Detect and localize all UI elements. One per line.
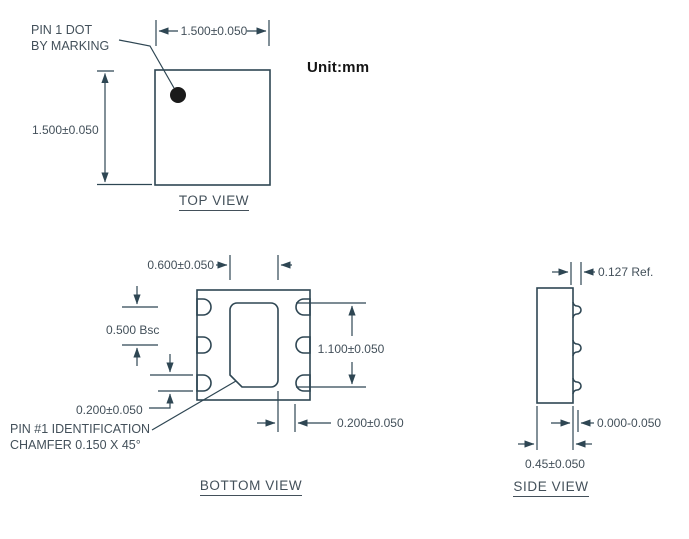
pin1-leader-line: [118, 39, 175, 89]
standoff-dim-label: 0.000-0.050: [597, 416, 662, 430]
side-view-drawing: [518, 262, 595, 450]
pad-ref-dim-label: 0.127 Ref.: [598, 265, 654, 279]
epad-length-dimension: [296, 302, 366, 388]
right-pad-1: [295, 298, 311, 316]
pad-width-dimension: [149, 354, 193, 409]
top-view-width-dim-label: 1.500±0.050: [180, 24, 248, 38]
bottom-view-drawing: [122, 255, 366, 432]
side-pad-3: [572, 377, 582, 395]
top-view-width-dimension: [155, 20, 270, 46]
right-pad-3: [295, 374, 311, 392]
top-view-body-outline: [154, 69, 271, 186]
left-pad-1: [196, 298, 212, 316]
pin1-marking-note: PIN 1 DOT BY MARKING: [31, 23, 110, 53]
chamfer-leader-line: [151, 380, 237, 431]
side-view-title: SIDE VIEW: [491, 479, 611, 497]
pad-length-dimension: [257, 391, 331, 432]
bottom-view-title: BOTTOM VIEW: [181, 478, 321, 496]
epad-width-dimension: [216, 255, 292, 280]
thickness-dim-label: 0.45±0.050: [525, 457, 585, 471]
unit-label: Unit:mm: [307, 59, 370, 76]
pad-ref-dimension: [552, 262, 595, 285]
side-pad-1: [572, 301, 582, 319]
pad-width-dim-label: 0.200±0.050: [76, 403, 143, 417]
epad-length-dim-label: 1.100±0.050: [317, 342, 385, 356]
standoff-dimension: [551, 410, 594, 432]
pad-pitch-dim-label: 0.500 Bsc: [106, 323, 160, 337]
pin1-dot: [170, 87, 186, 103]
pad-length-dim-label: 0.200±0.050: [337, 416, 404, 430]
epad-width-dim-label: 0.600±0.050: [147, 258, 214, 272]
exposed-pad-outline: [229, 302, 279, 388]
top-view-height-dim-label: 1.500±0.050: [32, 123, 99, 137]
left-pad-2: [196, 336, 212, 354]
thickness-dimension: [518, 406, 592, 450]
bottom-view-body-outline: [196, 289, 311, 401]
top-view-height-dimension: [97, 70, 152, 186]
side-pad-2: [572, 339, 582, 357]
right-pad-2: [295, 336, 311, 354]
left-pad-3: [196, 374, 212, 392]
top-view-drawing: [97, 20, 271, 186]
top-view-title: TOP VIEW: [155, 193, 273, 211]
pad-pitch-dimension: [122, 286, 158, 366]
side-view-body-outline: [536, 287, 574, 404]
pin1-chamfer-note: PIN #1 IDENTIFICATION CHAMFER 0.150 X 45…: [10, 422, 151, 452]
